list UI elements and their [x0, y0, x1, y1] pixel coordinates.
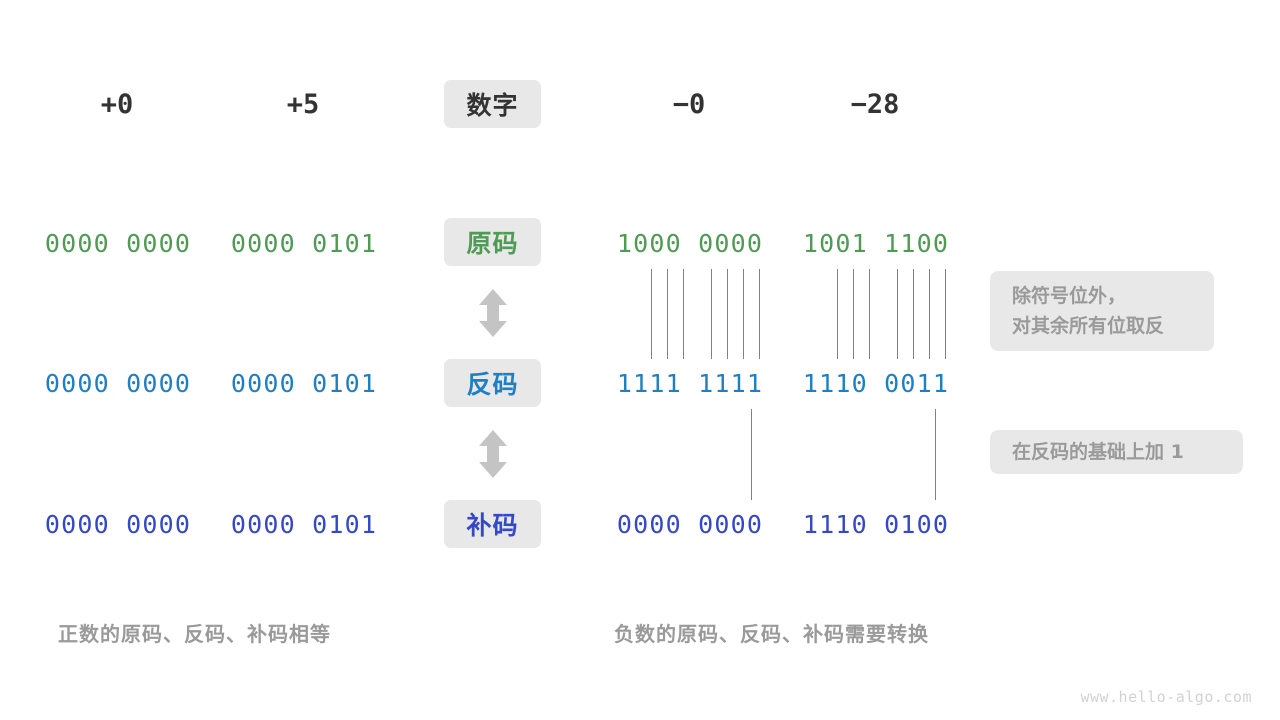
header-value-minus-twentyeight: −28 [850, 88, 900, 120]
header-value-plus-zero: +0 [100, 88, 134, 120]
caption-positive-numbers: 正数的原码、反码、补码相等 [58, 622, 331, 646]
header-badge-number: 数字 [444, 80, 541, 128]
row-ones-complement-plus-five: 0000 0101 [230, 368, 378, 398]
note-add-one-line1: 在反码的基础上加 1 [1012, 441, 1184, 463]
row-ones-complement-minus-twentyeight: 1110 0011 [802, 368, 950, 398]
row-sign-magnitude-plus-zero: 0000 0000 [44, 228, 192, 258]
connector-line-minus-zero-bit5 [711, 269, 712, 359]
row-sign-magnitude-minus-twentyeight: 1001 1100 [802, 228, 950, 258]
header-value-plus-five: +5 [286, 88, 320, 120]
row-badge-ones-complement: 反码 [444, 359, 541, 407]
row-sign-magnitude-plus-five: 0000 0101 [230, 228, 378, 258]
connector-line-minus-twentyeight-bit7 [929, 269, 930, 359]
connector-line-minus-twentyeight-bit8 [945, 269, 946, 359]
connector-line-minus-zero-bit3 [667, 269, 668, 359]
connector-line-minus-zero-bit6 [727, 269, 728, 359]
note-invert-bits: 除符号位外， 对其余所有位取反 [990, 271, 1214, 351]
connector-line-minus-zero-bit7 [743, 269, 744, 359]
connector-line-minus-twentyeight-bit3 [853, 269, 854, 359]
row-sign-magnitude-minus-zero: 1000 0000 [616, 228, 764, 258]
note-invert-bits-line2: 对其余所有位取反 [1012, 315, 1165, 337]
connector-line-minus-zero-bit2 [651, 269, 652, 359]
row-twos-complement-plus-five: 0000 0101 [230, 509, 378, 539]
arrow-sign-magnitude-to-ones-complement [476, 288, 510, 338]
arrow-ones-complement-to-twos-complement [476, 429, 510, 479]
watermark: www.hello-algo.com [1080, 688, 1252, 706]
note-invert-bits-line1: 除符号位外， [1012, 285, 1127, 307]
header-value-minus-zero: −0 [672, 88, 706, 120]
row-twos-complement-minus-zero: 0000 0000 [616, 509, 764, 539]
row-twos-complement-plus-zero: 0000 0000 [44, 509, 192, 539]
carry-line-minus-zero [751, 409, 752, 500]
connector-line-minus-zero-bit4 [683, 269, 684, 359]
connector-line-minus-zero-bit8 [759, 269, 760, 359]
connector-line-minus-twentyeight-bit5 [897, 269, 898, 359]
row-twos-complement-minus-twentyeight: 1110 0100 [802, 509, 950, 539]
row-badge-sign-magnitude: 原码 [444, 218, 541, 266]
row-ones-complement-plus-zero: 0000 0000 [44, 368, 192, 398]
connector-line-minus-twentyeight-bit2 [837, 269, 838, 359]
caption-negative-numbers: 负数的原码、反码、补码需要转换 [614, 622, 929, 646]
row-ones-complement-minus-zero: 1111 1111 [616, 368, 764, 398]
note-add-one: 在反码的基础上加 1 [990, 430, 1243, 474]
connector-line-minus-twentyeight-bit6 [913, 269, 914, 359]
connector-line-minus-twentyeight-bit4 [869, 269, 870, 359]
row-badge-twos-complement: 补码 [444, 500, 541, 548]
carry-line-minus-twentyeight [935, 409, 936, 500]
